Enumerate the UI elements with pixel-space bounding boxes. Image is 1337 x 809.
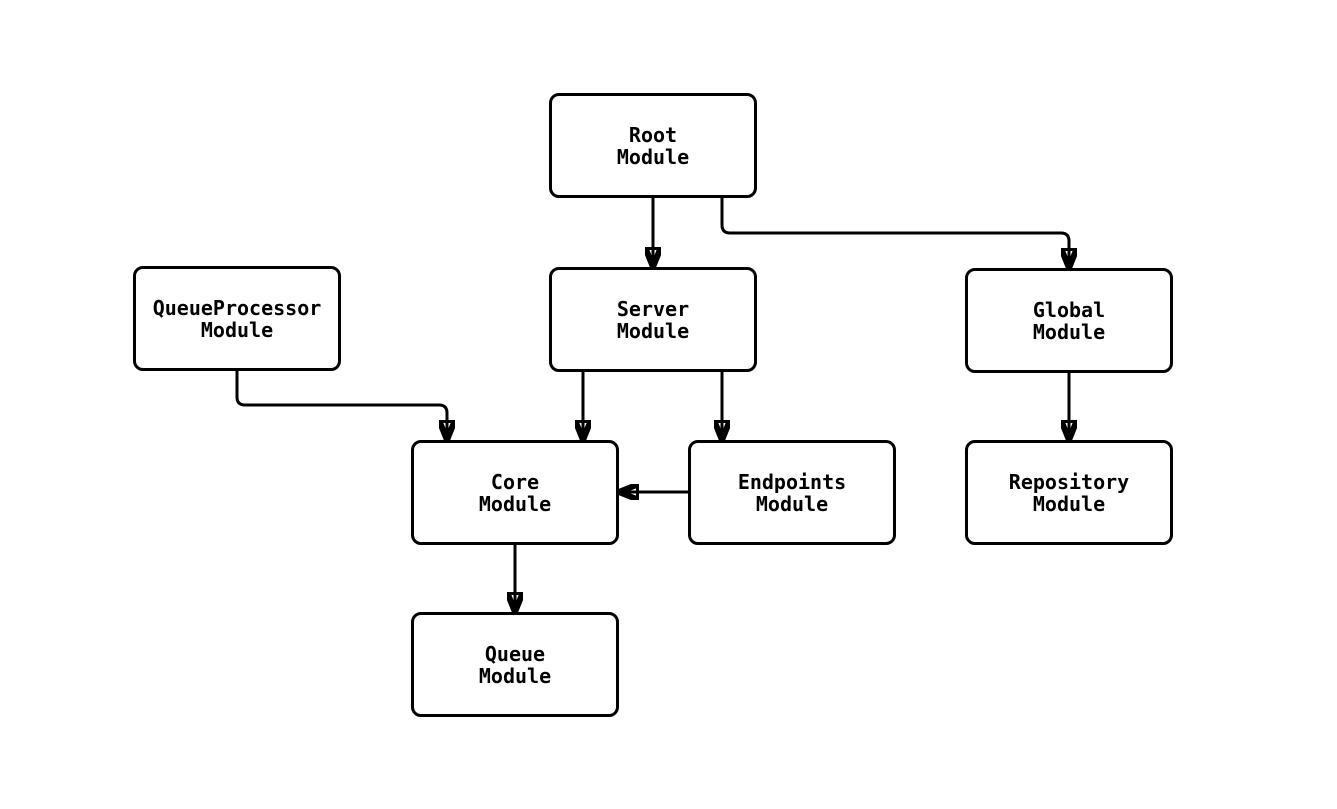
node-queueprocessor-module: QueueProcessor Module	[133, 266, 341, 371]
node-label-line: Module	[478, 491, 552, 516]
node-label-line: Core	[490, 469, 540, 494]
node-repository-module: Repository Module	[965, 440, 1173, 545]
node-label-line: Module	[755, 491, 829, 516]
edge-root-to-global	[720, 198, 1069, 267]
node-core-module: Core Module	[411, 440, 619, 545]
node-label-line: Module	[616, 144, 690, 169]
node-label-line: Server	[616, 296, 690, 321]
node-label-line: Module	[1032, 491, 1106, 516]
node-label-line: Global	[1032, 297, 1106, 322]
edge-queueprocessor-to-core	[235, 371, 447, 439]
node-label-line: Repository	[1008, 469, 1130, 494]
node-label-line: Module	[200, 317, 274, 342]
node-label-line: Endpoints	[737, 469, 847, 494]
node-label-line: Module	[1032, 319, 1106, 344]
node-endpoints-module: Endpoints Module	[688, 440, 896, 545]
node-label-line: Module	[616, 318, 690, 343]
node-root-module: Root Module	[549, 93, 757, 198]
node-label-line: Module	[478, 663, 552, 688]
node-server-module: Server Module	[549, 267, 757, 372]
node-label-line: Root	[628, 122, 678, 147]
node-label-line: QueueProcessor	[152, 295, 322, 320]
node-label-line: Queue	[484, 641, 546, 666]
node-global-module: Global Module	[965, 268, 1173, 373]
node-queue-module: Queue Module	[411, 612, 619, 717]
